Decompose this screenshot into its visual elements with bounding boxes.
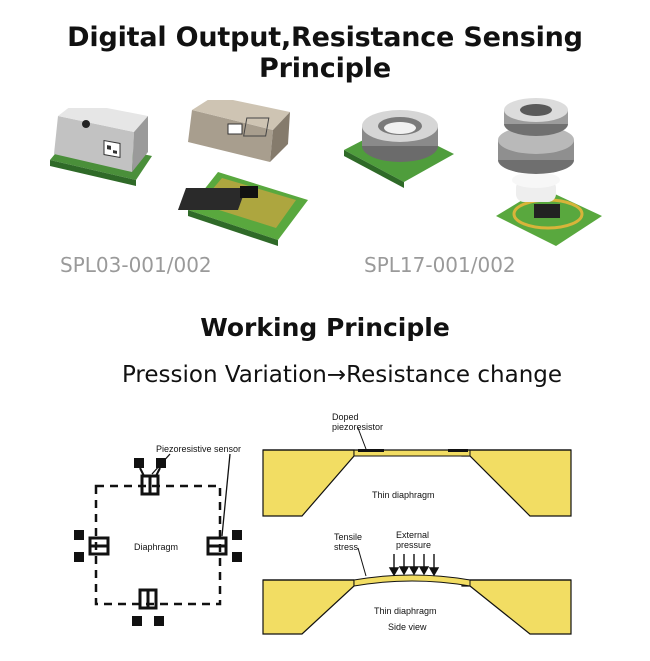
spl17-sensor-image [344, 110, 454, 188]
spl03-sensor-image [50, 108, 152, 186]
pressure-arrows [388, 554, 440, 577]
silicon-left [262, 449, 355, 517]
svg-text:External: External [396, 530, 429, 540]
spl03-exploded-image [178, 100, 308, 246]
doped-piezoresistor [358, 449, 384, 452]
top-view-diagram: Piezoresistive sensor Diaphragm [74, 444, 242, 626]
page-title: Digital Output,Resistance Sensing Princi… [67, 22, 583, 84]
side-view-label: Side view [388, 622, 427, 632]
cross-section-rest: Doped piezoresistor Thin diaphragm [262, 412, 572, 517]
deflected-diaphragm [353, 574, 471, 587]
svg-text:Doped: Doped [332, 412, 359, 422]
product-model-spl17: SPL17-001/002 [364, 253, 516, 277]
thin-diaphragm-label: Thin diaphragm [372, 490, 435, 500]
svg-text:piezoresistor: piezoresistor [332, 422, 383, 432]
spl17-exploded-image [496, 98, 602, 246]
diaphragm-label: Diaphragm [134, 542, 178, 552]
product-model-spl03: SPL03-001/002 [60, 253, 212, 277]
principle-statement: Pression Variation→Resistance change [121, 362, 563, 388]
thin-diaphragm-label: Thin diaphragm [374, 606, 437, 616]
section-title: Working Principle [200, 313, 450, 342]
piezoresistor-bottom [132, 588, 164, 626]
svg-text:pressure: pressure [396, 540, 431, 550]
piezoresistor-top [134, 458, 166, 496]
sensor-label: Piezoresistive sensor [156, 444, 241, 454]
cross-section-pressure: Tensile stress External pressure Thin di… [262, 530, 572, 635]
piezoresistor-left [74, 530, 110, 562]
silicon-right [461, 449, 572, 517]
svg-text:Tensile: Tensile [334, 532, 362, 542]
svg-text:stress: stress [334, 542, 359, 552]
piezoresistor-right [206, 530, 242, 562]
